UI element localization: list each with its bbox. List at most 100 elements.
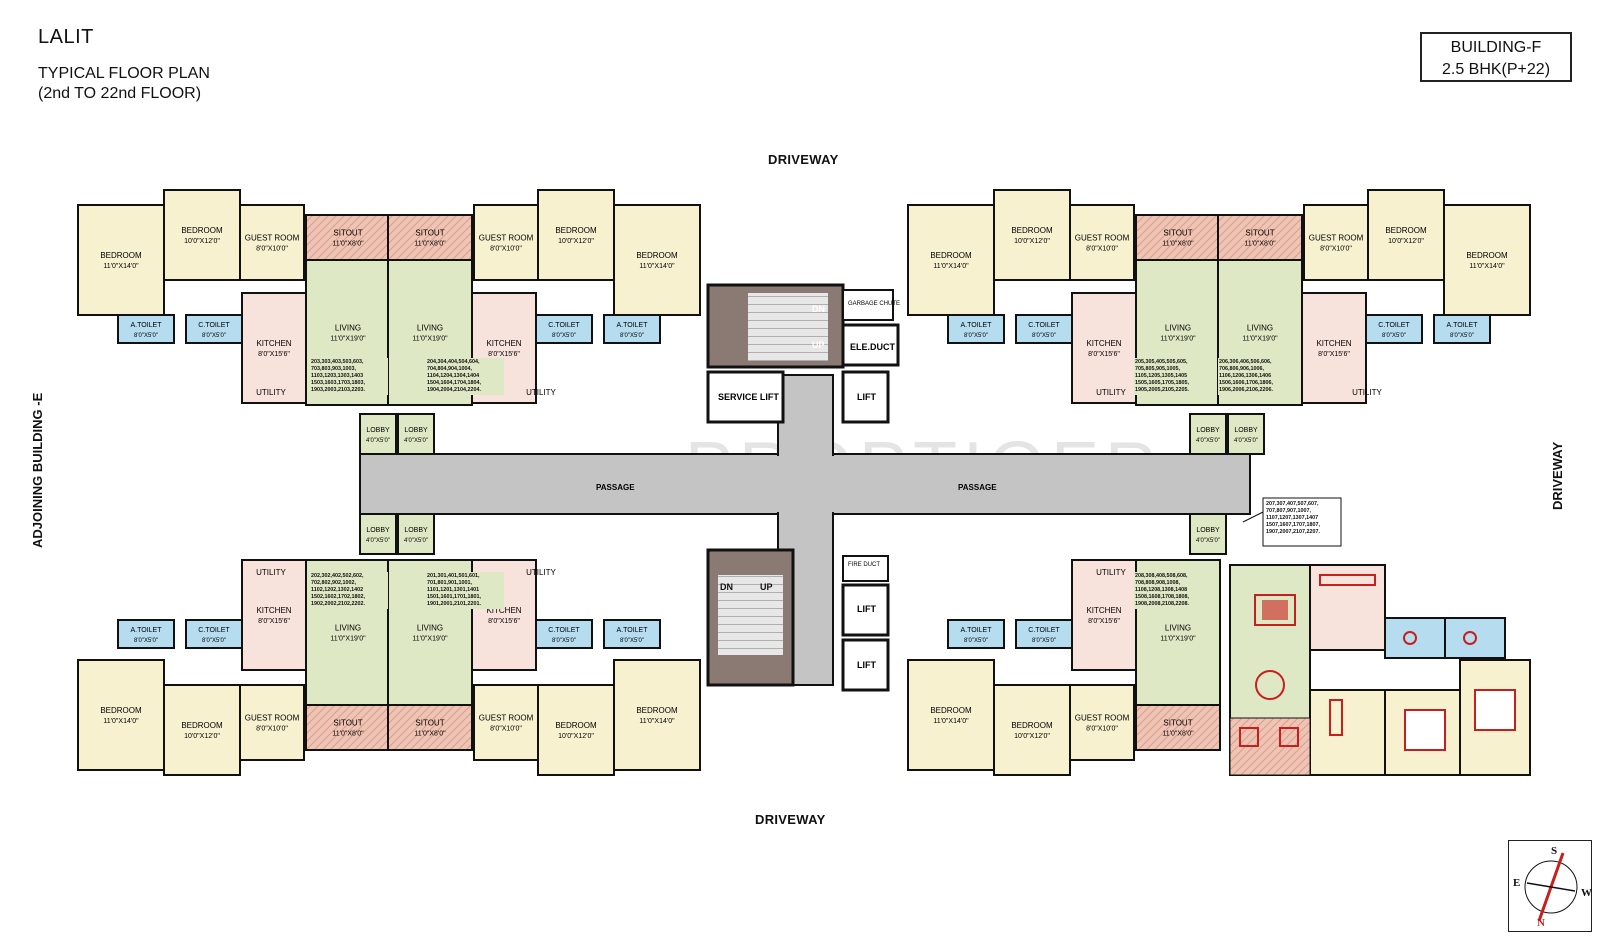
kitchen-size: 8'0"X15'6" — [1088, 618, 1120, 625]
unit7-callout — [1242, 497, 1342, 547]
flat-numbers-unit1: 201,301,401,501,601, 701,801,901,1001, 1… — [426, 572, 504, 609]
a-toilet-name: A.TOILET — [617, 322, 649, 329]
kitchen-name: KITCHEN — [486, 339, 521, 348]
bedroom-name: BEDROOM — [181, 721, 223, 730]
living-name: LIVING — [417, 324, 443, 333]
c-toilet-name: C.TOILET — [548, 322, 580, 329]
c-toilet-size: 8'0"X5'0" — [1032, 638, 1056, 644]
building-label-box: BUILDING-F 2.5 BHK(P+22) — [1420, 32, 1572, 82]
bedroom-size: 10'0"X12'0" — [1014, 733, 1050, 740]
sitout-size: 11'0"X8'0" — [332, 731, 364, 738]
bedroom-name: BEDROOM — [1385, 226, 1427, 235]
a-toilet-size: 8'0"X5'0" — [620, 333, 644, 339]
bedroom-size: 10'0"X12'0" — [558, 238, 594, 245]
a-toilet-name: A.TOILET — [1447, 322, 1479, 329]
guest-room-name: GUEST ROOM — [1309, 234, 1364, 243]
flat-numbers-unit7: 207,307,407,507,607, 707,807,907,1007, 1… — [1266, 501, 1320, 535]
lobby-name: LOBBY — [366, 427, 390, 434]
guest-room-size: 8'0"X10'0" — [256, 246, 288, 253]
passage-label-right: PASSAGE — [958, 483, 997, 492]
compass-needle-icon — [1524, 852, 1578, 922]
a-toilet-size: 8'0"X5'0" — [134, 333, 158, 339]
c-toilet-size: 8'0"X5'0" — [1382, 333, 1406, 339]
guest-room-size: 8'0"X10'0" — [1320, 246, 1352, 253]
c-toilet-name: C.TOILET — [548, 627, 580, 634]
living-name: LIVING — [1165, 324, 1191, 333]
utility-label-6: UTILITY — [526, 568, 556, 577]
bedroom-name: BEDROOM — [1011, 721, 1053, 730]
unit8-bedroom: BEDROOM 10'0"X12'0" — [993, 684, 1071, 776]
sitout-name: SITOUT — [415, 719, 444, 728]
living-size: 11'0"X19'0" — [1242, 336, 1278, 343]
flat-numbers-unit6: 206,306,406,506,606, 706,806,906,1006, 1… — [1218, 358, 1296, 395]
utility-label-7: UTILITY — [1096, 568, 1126, 577]
a-toilet-name: A.TOILET — [961, 627, 993, 634]
north-compass: S E W N — [1508, 840, 1592, 932]
lift-label-3: LIFT — [857, 660, 876, 670]
kitchen-name: KITCHEN — [1086, 606, 1121, 615]
living-size: 11'0"X19'0" — [412, 336, 448, 343]
flat-numbers-unit3: 203,303,403,503,603, 703,803,903,1003, 1… — [310, 358, 388, 395]
bedroom-master-name: BEDROOM — [636, 251, 678, 260]
flat-numbers-unit2: 202,302,402,502,602, 702,802,902,1002, 1… — [310, 572, 388, 609]
plan-title: TYPICAL FLOOR PLAN (2nd TO 22nd FLOOR) — [38, 64, 210, 104]
c-toilet-name: C.TOILET — [1028, 322, 1060, 329]
unit6-bedroom: BEDROOM 10'0"X12'0" — [1367, 189, 1445, 281]
lobby-size: 4'0"X5'0" — [1196, 438, 1220, 444]
living-name: LIVING — [335, 324, 361, 333]
lobby-name: LOBBY — [1196, 527, 1220, 534]
kitchen-name: KITCHEN — [1316, 339, 1351, 348]
project-name: LALIT — [38, 26, 94, 48]
unit4-a-toilet: A.TOILET 8'0"X5'0" — [603, 314, 661, 344]
guest-room-size: 8'0"X10'0" — [256, 726, 288, 733]
sitout-size: 11'0"X8'0" — [414, 731, 446, 738]
lobby-name: LOBBY — [404, 527, 428, 534]
furnished-unit-layout — [1229, 564, 1531, 776]
unit-config: 2.5 BHK(P+22) — [1441, 61, 1551, 78]
bedroom-size: 10'0"X12'0" — [1388, 238, 1424, 245]
compass-n: N — [1537, 917, 1545, 929]
bedroom-master-name: BEDROOM — [930, 251, 972, 260]
bedroom-master-name: BEDROOM — [930, 706, 972, 715]
bedroom-size: 10'0"X12'0" — [558, 733, 594, 740]
fire-duct-label: FIRE DUCT — [848, 562, 880, 568]
flat-numbers-unit4: 204,304,404,504,604, 704,804,904,1004, 1… — [426, 358, 504, 395]
compass-s: S — [1551, 845, 1558, 857]
living-size: 11'0"X19'0" — [1160, 336, 1196, 343]
floor-range: (2nd TO 22nd FLOOR) — [38, 85, 202, 102]
passage-corridor: PASSAGE PASSAGE — [359, 374, 1251, 686]
bedroom-name: BEDROOM — [555, 226, 597, 235]
service-lift-label: SERVICE LIFT — [718, 392, 779, 402]
a-toilet-size: 8'0"X5'0" — [134, 638, 158, 644]
stair-top-dn: DN — [812, 304, 825, 314]
sitout-size: 11'0"X8'0" — [332, 241, 364, 248]
sitout-size: 11'0"X8'0" — [1244, 241, 1276, 248]
c-toilet-name: C.TOILET — [198, 322, 230, 329]
a-toilet-size: 8'0"X5'0" — [1450, 333, 1474, 339]
lift-label-2: LIFT — [857, 604, 876, 614]
c-toilet-size: 8'0"X5'0" — [552, 333, 576, 339]
stair-top-up: UP — [812, 340, 825, 350]
driveway-bottom-label: DRIVEWAY — [755, 812, 826, 827]
